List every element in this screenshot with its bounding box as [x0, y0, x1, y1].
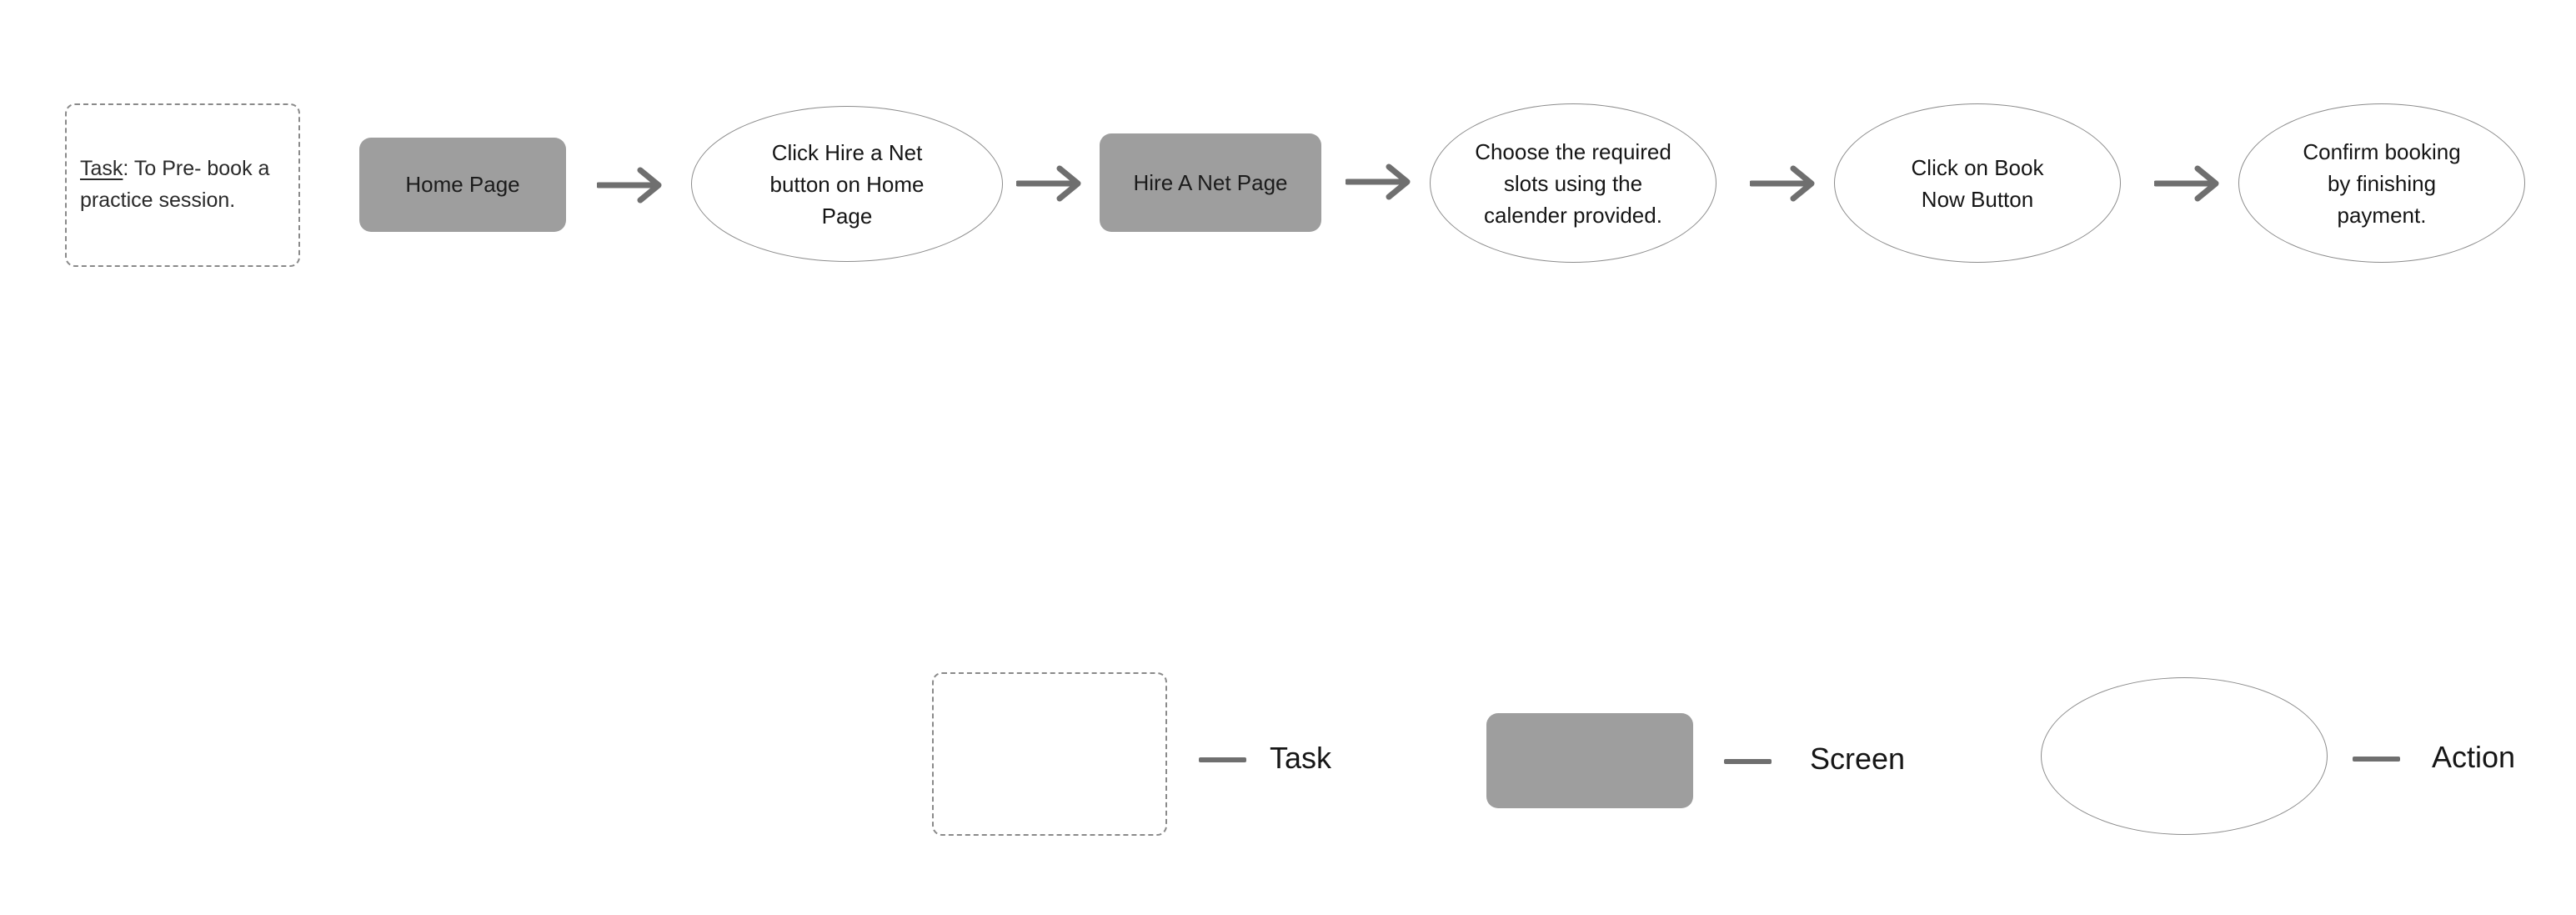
task-separator: : [123, 157, 129, 180]
screen-hire-a-net-page: Hire A Net Page [1100, 133, 1321, 232]
action-click-book-now: Click on Book Now Button [1834, 103, 2121, 263]
screen-hire-a-net-page-label: Hire A Net Page [1133, 169, 1288, 195]
legend-action-label: Action [2432, 740, 2516, 774]
legend-screen-swatch [1486, 713, 1693, 808]
task-description: Task: To Pre- book a practice session. [80, 153, 298, 216]
screen-home-page: Home Page [359, 138, 566, 232]
legend-task-label: Task [1270, 741, 1332, 775]
legend-screen-dash [1724, 759, 1772, 764]
task-label: Task [80, 157, 123, 180]
action-confirm-booking-label: Confirm booking by finishing payment. [2303, 138, 2461, 228]
action-choose-slots-label: Choose the required slots using the cale… [1475, 138, 1671, 228]
task-box: Task: To Pre- book a practice session. [65, 103, 300, 267]
flow-arrow-5 [2154, 165, 2221, 202]
action-confirm-booking: Confirm booking by finishing payment. [2238, 103, 2525, 263]
action-click-hire-net-label: Click Hire a Net button on Home Page [769, 139, 925, 229]
legend-screen-label: Screen [1810, 742, 1906, 776]
legend-action-dash [2353, 757, 2400, 762]
legend-task-dash [1199, 757, 1246, 762]
task-text-line1: To Pre- book a [128, 157, 270, 180]
action-choose-slots: Choose the required slots using the cale… [1430, 103, 1716, 263]
legend-action-swatch [2041, 677, 2328, 835]
flow-arrow-3 [1346, 163, 1412, 200]
screen-home-page-label: Home Page [405, 172, 520, 197]
flow-arrow-2 [1016, 165, 1083, 202]
action-click-book-now-label: Click on Book Now Button [1911, 154, 2044, 212]
flow-arrow-1 [597, 167, 664, 204]
flow-arrow-4 [1750, 165, 1817, 202]
action-click-hire-net: Click Hire a Net button on Home Page [691, 106, 1003, 262]
task-text-line2: practice session. [80, 189, 236, 212]
legend-task-swatch [932, 672, 1167, 836]
